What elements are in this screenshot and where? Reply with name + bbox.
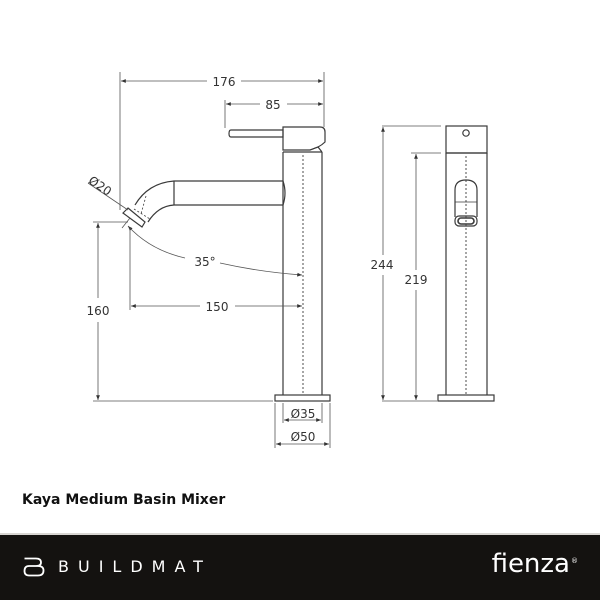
registered-mark: ® — [571, 557, 578, 565]
footer-divider — [0, 533, 600, 535]
retailer-name: BUILDMAT — [58, 557, 212, 576]
side-view — [122, 126, 331, 402]
dim-overall-height: 244 — [371, 258, 394, 272]
front-view — [437, 125, 495, 402]
dim-body-diameter: Ø35 — [291, 407, 316, 421]
brand-logo: fienza® — [492, 549, 578, 579]
footer-bar: BUILDMAT fienza® — [0, 535, 600, 600]
dim-spout-angle: 35° — [194, 255, 215, 269]
brand-name: fienza — [491, 549, 570, 579]
side-dimensions — [87, 72, 331, 448]
front-dimensions — [381, 125, 441, 402]
product-title: Kaya Medium Basin Mixer — [22, 492, 226, 508]
dim-spout-reach: 150 — [206, 300, 229, 314]
buildmat-b-logo-icon — [23, 557, 45, 577]
dim-overall-width: 176 — [213, 75, 236, 89]
dim-spout-height: 160 — [87, 304, 110, 318]
dim-base-diameter: Ø50 — [291, 430, 316, 444]
technical-drawing: 176 85 Ø20 35° 150 160 Ø35 Ø50 244 219 — [86, 72, 495, 448]
dim-handle-reach: 85 — [265, 98, 280, 112]
dim-body-height: 219 — [405, 273, 428, 287]
dim-outlet-diameter: Ø20 — [86, 173, 114, 198]
